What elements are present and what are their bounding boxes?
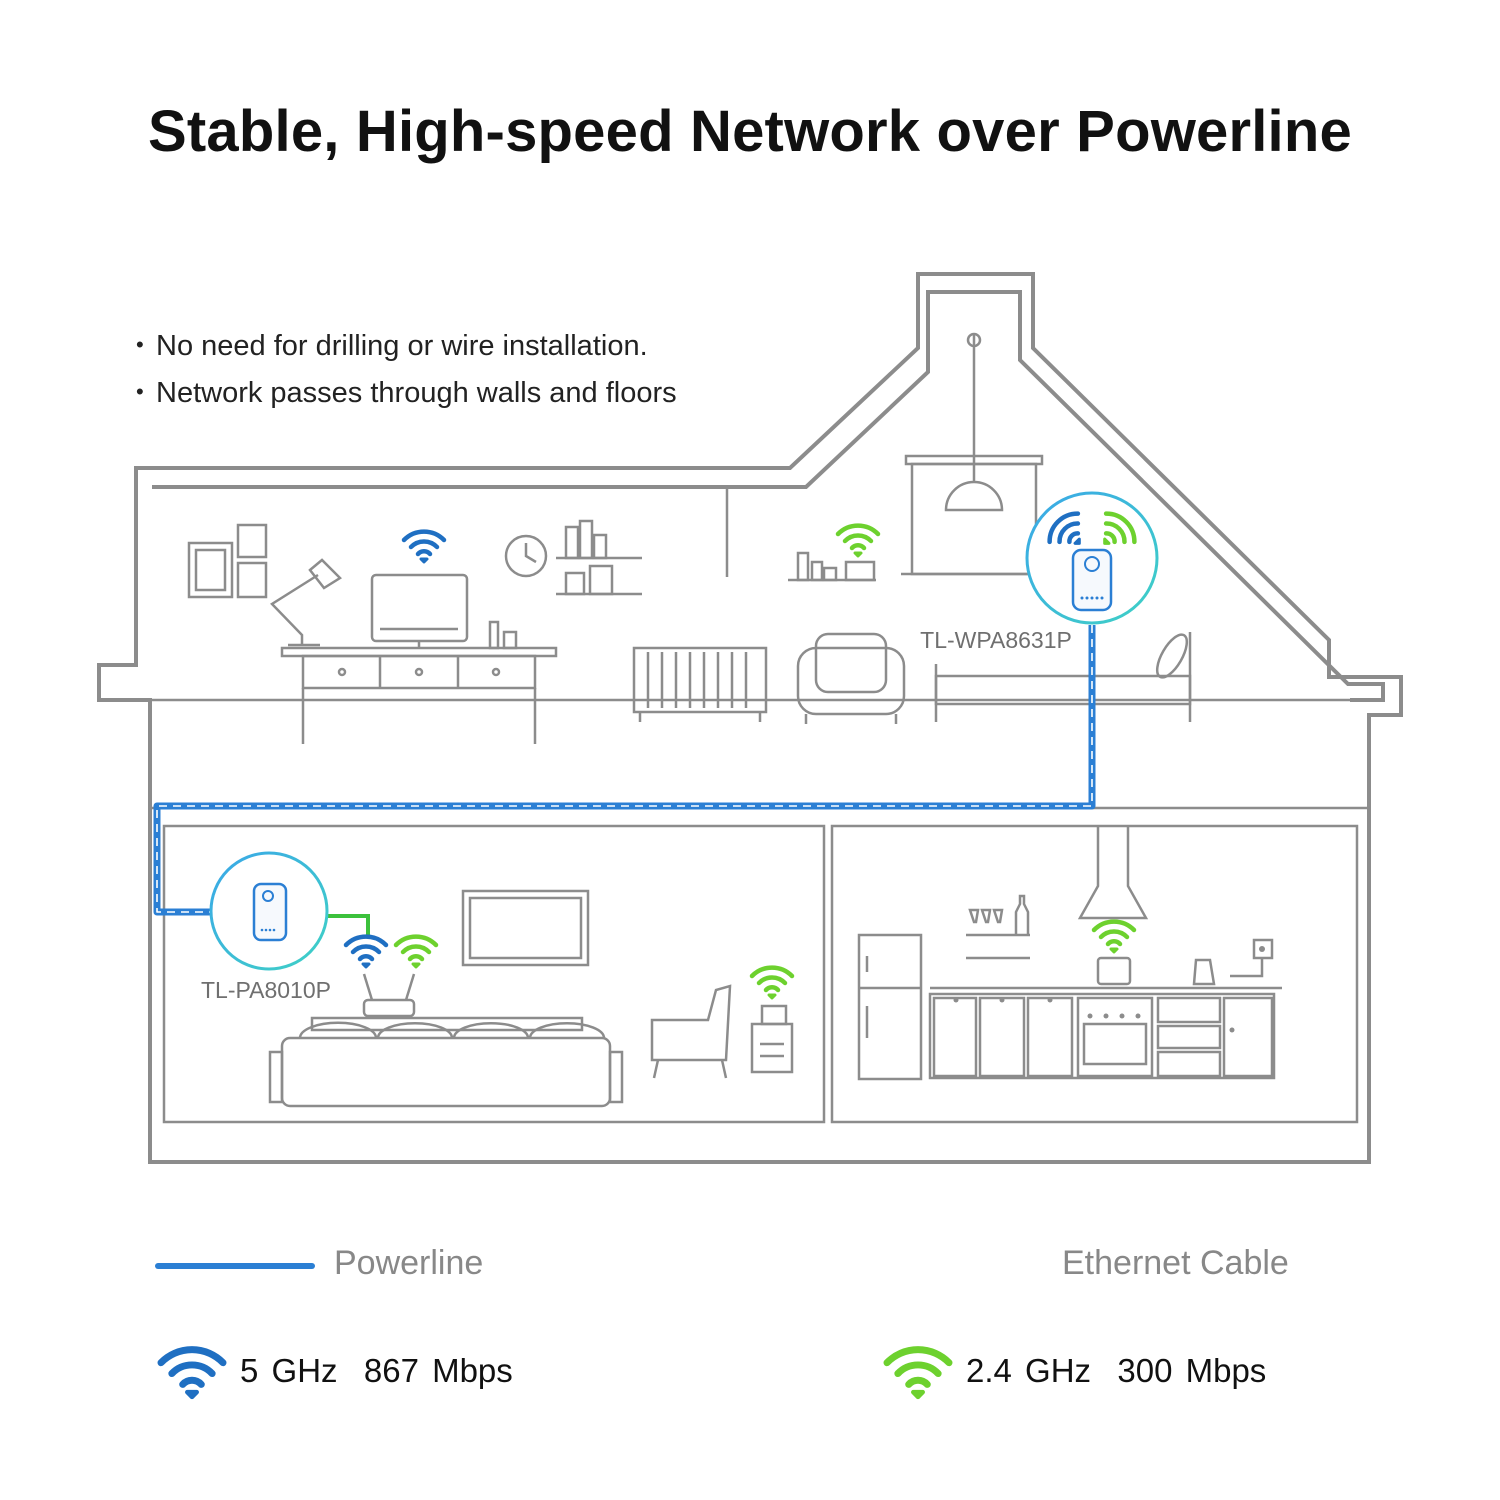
- picture-frame: [187, 541, 234, 599]
- wifi-24ghz-icon: [1094, 922, 1134, 952]
- upper-floor-furniture: [187, 519, 1192, 744]
- ethernet-cable: [324, 914, 370, 936]
- armchair: [796, 646, 906, 716]
- picture-frame: [236, 523, 268, 559]
- wifi-5ghz-icon: [404, 532, 444, 562]
- router: [362, 998, 416, 1018]
- picture-frame: [236, 561, 268, 599]
- wall-clock: [504, 534, 548, 578]
- adapter-label: TL-PA8010P: [201, 977, 331, 1003]
- wifi-5ghz-icon: [346, 937, 386, 967]
- range-hood: [1077, 826, 1149, 920]
- powerline-cable: [153, 625, 1096, 916]
- tv: [461, 889, 590, 967]
- living-room: [162, 824, 826, 1124]
- band-5ghz-speed: 5 GHz 867 Mbps: [240, 1352, 513, 1389]
- desk-lamp: [270, 573, 320, 647]
- kettle: [1192, 958, 1216, 986]
- kitchen: [830, 824, 1359, 1124]
- attic-window: [901, 332, 1046, 576]
- adapter-unit: [252, 882, 288, 942]
- house-outline: [97, 272, 1403, 1164]
- wifi-24ghz-icon: [396, 937, 436, 967]
- wifi-5ghz-legend-icon: [161, 1350, 223, 1397]
- band-24ghz-speed: 2.4 GHz 300 Mbps: [966, 1352, 1267, 1389]
- feature-item: No need for drilling or wire installatio…: [136, 322, 677, 369]
- page-title: Stable, High-speed Network over Powerlin…: [148, 99, 1352, 164]
- feature-item: Network passes through walls and floors: [136, 369, 677, 416]
- toaster: [1096, 956, 1132, 986]
- side-table: [750, 1022, 794, 1074]
- kitchen-furniture: [857, 826, 1282, 1081]
- wifi-24ghz-icon: [838, 526, 878, 556]
- living-room-furniture: [268, 889, 794, 1108]
- oven: [1076, 996, 1154, 1078]
- wifi-24ghz-icon: [752, 968, 792, 998]
- extender-label: TL-WPA8631P: [920, 627, 1072, 653]
- extender-device: [1025, 491, 1159, 625]
- adapter-device: [209, 851, 329, 971]
- feature-list: No need for drilling or wire installatio…: [136, 322, 677, 416]
- ethernet-legend-label: Ethernet Cable: [1062, 1244, 1289, 1282]
- monitor: [370, 573, 469, 643]
- fridge: [857, 933, 923, 1081]
- radiator: [632, 646, 768, 714]
- extender-unit: [1071, 548, 1113, 612]
- powerline-legend-label: Powerline: [334, 1244, 484, 1282]
- armchair: [650, 984, 732, 1062]
- wifi-24ghz-legend-icon: [887, 1350, 949, 1397]
- tablet: [760, 1004, 788, 1026]
